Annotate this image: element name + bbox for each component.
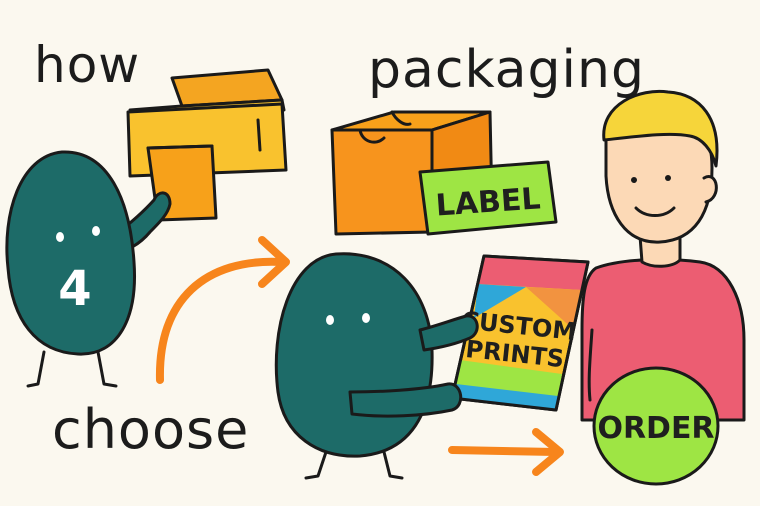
order-badge [592,366,720,486]
label-text: LABEL [435,181,542,223]
word-packaging: packaging [368,40,645,100]
creature-number: 4 [58,261,91,317]
magazine-icon [450,254,590,412]
printer-icon [126,68,288,222]
word-how: how [34,36,141,94]
creature-middle [274,252,434,480]
arrow-to-order [448,428,564,476]
creature-middle-arms [348,314,479,418]
label-card [418,160,558,236]
creature-left [5,150,172,388]
arrow-icon [155,236,290,384]
order-text: ORDER [597,411,714,446]
word-choose: choose [52,398,250,461]
